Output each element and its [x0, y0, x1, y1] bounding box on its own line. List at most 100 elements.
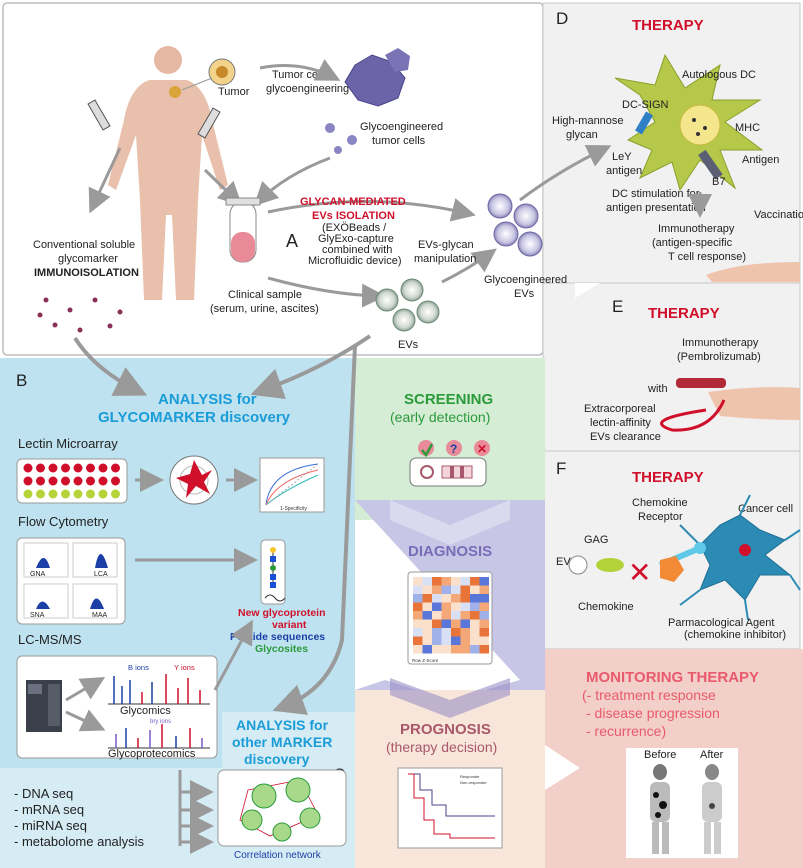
stim-label-1: DC stimulation for — [612, 188, 700, 200]
heatmap-cell — [479, 594, 489, 603]
heatmap-cell — [470, 628, 480, 637]
prognosis-subtitle: (therapy decision) — [386, 739, 497, 755]
clear-label-2: lectin-affinity — [590, 417, 651, 429]
block-x-icon: ✕ — [628, 557, 651, 588]
heatmap-cell — [432, 585, 442, 594]
heatmap-cell — [432, 577, 442, 586]
heatmap-cell — [413, 628, 423, 637]
heatmap-cell — [413, 611, 423, 620]
panel-letter-a: A — [286, 231, 298, 251]
mhc-label: MHC — [735, 122, 760, 134]
lcms-label: LC-MS/MS — [18, 632, 82, 647]
lectin-spot — [98, 489, 108, 499]
monitoring-item-1: (- treatment response — [582, 687, 716, 703]
heatmap-cell — [432, 611, 442, 620]
manipulation-label-2: manipulation — [414, 253, 476, 265]
heatmap-cell — [470, 585, 480, 594]
panel-letter-d: D — [556, 9, 568, 28]
panel-letter-e: E — [612, 297, 623, 316]
screening-subtitle: (early detection) — [390, 409, 490, 425]
immuno-e-label-2: (Pembrolizumab) — [677, 351, 761, 363]
merge-arrows-icon — [178, 770, 214, 854]
heatmap-cell — [451, 577, 461, 586]
conventional-label-2: glycomarker — [58, 253, 118, 265]
screening-device-icon: ? ✕ — [409, 440, 490, 487]
heatmap-cell — [413, 585, 423, 594]
human-figure-icon — [108, 46, 228, 300]
heatmap-cell — [479, 636, 489, 645]
heatmap-cell — [451, 636, 461, 645]
panel-f-title: THERAPY — [632, 469, 704, 486]
heatmap-cell — [422, 628, 432, 637]
immuno-d-label-3: T cell response) — [668, 251, 746, 263]
clear-label-3: EVs clearance — [590, 431, 661, 443]
engineered-cells-label-1: Glycoengineered — [360, 121, 443, 133]
heatmap-cell — [422, 577, 432, 586]
lectin-spot — [48, 476, 58, 486]
roc-curve-icon — [259, 457, 325, 513]
isolation-method-3: combined with — [322, 244, 392, 256]
heatmap-cell — [441, 619, 451, 628]
conventional-label-1: Conventional soluble — [33, 239, 135, 251]
panel-c-title-1: ANALYSIS for — [236, 717, 329, 733]
heatmap-cell — [470, 619, 480, 628]
list-item-dna: - DNA seq — [14, 786, 73, 801]
svg-text:?: ? — [450, 442, 457, 456]
lcms-panel-icon — [16, 655, 218, 759]
heatmap-cell — [441, 611, 451, 620]
heatmap-cell — [460, 619, 470, 628]
list-item-metabolome: - metabolome analysis — [14, 834, 145, 849]
dcsign-label: DC-SIGN — [622, 99, 669, 111]
monitoring-item-2: - disease progression — [586, 705, 720, 721]
isolation-title-2: EVs ISOLATION — [312, 210, 395, 222]
heatmap-cell — [460, 594, 470, 603]
heatmap-cell — [422, 602, 432, 611]
heatmap-cell — [460, 585, 470, 594]
sample-tube-icon — [225, 197, 261, 263]
list-item-mrna: - mRNA seq — [14, 802, 84, 817]
lectin-spot — [86, 463, 95, 473]
heatmap-cell — [413, 594, 423, 603]
panel-c-title-3: discovery — [244, 751, 310, 767]
conventional-label-3: IMMUNOISOLATION — [34, 267, 139, 279]
mannose-label-1: High-mannose — [552, 115, 624, 127]
sna-label: SNA — [30, 612, 45, 619]
lectin-spot — [61, 489, 70, 499]
dcsign-receptor-icon — [635, 111, 653, 135]
heatmap-cell — [413, 602, 423, 611]
evs-icon — [375, 278, 440, 332]
monitoring-item-3: - recurrence) — [586, 723, 666, 739]
lectin-spot — [73, 476, 83, 486]
lectin-spot — [111, 489, 120, 499]
survival-curve-icon — [397, 767, 503, 849]
extracorporeal-device-icon — [660, 378, 800, 432]
heatmap-cell — [451, 602, 461, 611]
heatmap-cell — [432, 645, 442, 654]
clinical-label-1: Clinical sample — [228, 289, 302, 301]
lectin-spot — [36, 463, 45, 473]
lectin-spot — [98, 463, 108, 473]
engineered-cells-label-2: tumor cells — [372, 135, 426, 147]
heatmap-cell — [451, 585, 461, 594]
panel-e — [542, 282, 801, 452]
receptor-label-2: Receptor — [638, 511, 683, 523]
heatmap-icon — [407, 571, 493, 665]
variant-label-2: variant — [272, 619, 307, 631]
lectin-spot — [36, 489, 45, 499]
heatmap-cell — [470, 594, 480, 603]
lectin-microarray-icon — [16, 458, 128, 504]
ev-label: EV — [556, 556, 571, 568]
isolation-method-2: GlyExo-capture — [318, 233, 394, 245]
heatmap-cell — [432, 594, 442, 603]
tumor-label: Tumor — [218, 86, 250, 98]
flow-label: Flow Cytometry — [18, 514, 109, 529]
lectin-spot — [23, 476, 33, 486]
glycan-structure-icon — [260, 539, 286, 605]
heatmap-cell — [432, 602, 442, 611]
lectin-spot — [61, 476, 70, 486]
screening-title: SCREENING — [404, 391, 493, 408]
heatmap-cell — [451, 594, 461, 603]
monitoring-title: MONITORING THERAPY — [586, 669, 759, 686]
cancer-cell-icon — [679, 494, 801, 621]
panel-b-title-1: ANALYSIS for — [158, 391, 257, 408]
